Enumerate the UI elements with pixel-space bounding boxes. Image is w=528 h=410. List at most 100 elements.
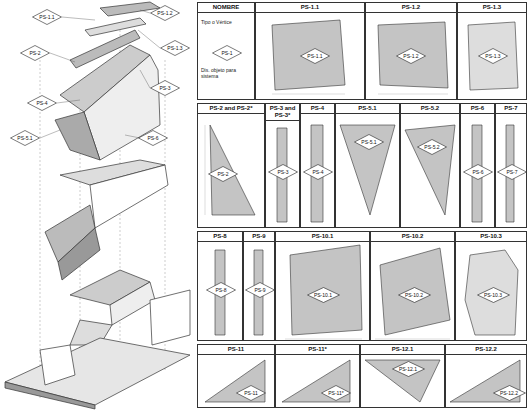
callout-diamond: PS-10.1 <box>307 287 340 303</box>
callout-diamond: PS-1.3 <box>160 40 190 56</box>
diamond-shape <box>21 46 50 61</box>
callout-diamond: PS-5.1 <box>354 134 384 150</box>
diamond-shape <box>301 49 330 64</box>
dimension-line <box>375 339 450 340</box>
callout-number: PS-10.2 <box>405 293 423 298</box>
callout-diamond: PS-1.2 <box>150 5 180 21</box>
callout-diamond: PS-3 <box>268 164 298 180</box>
sheet-header: PS-10.3 <box>456 232 526 242</box>
panel-sheet-cell: NOMBRE PS-1 <box>197 2 255 100</box>
panel-sheet-cell: PS-10.2PS-10.2 <box>370 231 455 341</box>
callout-number: PS-10.3 <box>484 293 502 298</box>
callout-diamond: PS-12.2 <box>493 385 526 401</box>
callout-number: PS-8 <box>215 288 226 293</box>
panel-shape <box>272 20 345 90</box>
panel-shape <box>205 360 265 402</box>
callout-diamond: PS-2 <box>208 166 238 182</box>
diamond-shape <box>493 386 525 401</box>
callout-number: PS-1.3 <box>485 54 500 59</box>
sheet-header: PS-1.1 <box>256 3 364 13</box>
sheet-header: PS-7 <box>496 104 526 114</box>
callout-number: PS-11 <box>244 391 258 396</box>
panel-sheet-cell: PS-7PS-7 <box>495 103 527 228</box>
callout-diamond: PS-1.1 <box>300 48 330 64</box>
callout-number: PS-3 <box>159 86 170 91</box>
leader-line <box>140 70 150 88</box>
panel-shape <box>5 382 95 409</box>
callout-number: PS-12.2 <box>500 391 518 396</box>
panel-sheet-cell: PS-1.1PS-1.1 <box>255 2 365 100</box>
panel-sheet-cell: PS-3 and PS-3*PS-3 <box>265 103 300 228</box>
diamond-shape <box>151 81 180 96</box>
diamond-shape <box>418 140 447 155</box>
dimension-line <box>378 94 448 95</box>
panel-shape <box>380 248 450 335</box>
panel-sheet-cell: PS-11PS-11 <box>197 344 275 408</box>
panel-sheet-cell: PS-1.2PS-1.2 <box>365 2 457 100</box>
panel-sheet-cell: PS-5.1PS-5.1 <box>335 103 400 228</box>
panel-shape <box>365 360 440 402</box>
callout-diamond: PS-6 <box>138 130 168 146</box>
diamond-shape <box>269 165 298 180</box>
callout-number: PS-9 <box>254 288 265 293</box>
leader-line <box>62 17 95 20</box>
diamond-shape <box>151 6 180 21</box>
callout-number: PS-5.1 <box>361 140 376 145</box>
panel-sheet-cell: PS-5.2PS-5.2 <box>400 103 460 228</box>
callout-number: PS-1.2 <box>157 11 172 16</box>
sheet-header: PS-10.1 <box>276 232 369 242</box>
callout-number: PS-2 <box>29 51 40 56</box>
diamond-shape <box>304 165 333 180</box>
guide-line <box>40 60 41 400</box>
callout-number: PS-1.1 <box>39 15 54 20</box>
sheet-header: PS-5.2 <box>401 104 459 114</box>
panel-sheet-cell: PS-11*PS-11* <box>275 344 360 408</box>
panel-sheet-cell: PS-10.1PS-10.1 <box>275 231 370 341</box>
dimension-lines <box>205 94 450 339</box>
sheet-header: NOMBRE <box>198 3 254 13</box>
diamond-shape <box>246 283 275 298</box>
panel-sheet-cell: PS-6PS-6 <box>460 103 495 228</box>
callout-diamond: PS-11* <box>321 385 351 401</box>
callout-diamond: PS-8 <box>206 282 236 298</box>
callout-number: PS-1.2 <box>403 54 418 59</box>
panel-sheet-cell: PS-10.3PS-10.3 <box>455 231 527 341</box>
leader-line <box>50 53 75 62</box>
callout-number: PS-11* <box>328 391 343 396</box>
leader-line <box>125 135 140 138</box>
note-label: Tipo o Vértice <box>201 20 251 26</box>
panel-shape <box>84 55 160 160</box>
callout-number: PS-1 <box>221 51 232 56</box>
diamond-shape <box>139 131 168 146</box>
callout-diamond: PS-10.3 <box>477 287 510 303</box>
callout-number: PS-2 <box>217 172 228 177</box>
note-label: Dis. objeto para sistema <box>201 68 251 79</box>
leader-lines <box>40 10 160 138</box>
callout-diamond: PS-1 <box>212 45 242 61</box>
panel-sheet-cell: PS-2 and PS-2*PS-2 <box>197 103 265 228</box>
diamond-shape <box>464 165 493 180</box>
panel-sheet-cell: PS-12.2PS-12.2 <box>445 344 527 408</box>
diamond-shape <box>307 288 339 303</box>
panel-shape <box>150 290 190 345</box>
callout-diamond: PS-1.3 <box>478 48 508 64</box>
sheet-header: PS-12.1 <box>361 345 444 355</box>
panel-sheet-cell: PS-9PS-9 <box>243 231 275 341</box>
callout-diamond: PS-7 <box>497 164 527 180</box>
panel-shape <box>58 228 100 280</box>
leader-line <box>138 30 160 48</box>
dimension-line <box>285 339 362 340</box>
sheet-header: PS-10.2 <box>371 232 454 242</box>
diamond-shape <box>213 46 242 61</box>
callout-diamond: PS-3 <box>150 80 180 96</box>
panel-sheet-cell: PS-4PS-4 <box>300 103 335 228</box>
leader-line <box>40 130 60 138</box>
diamond-shape <box>397 49 426 64</box>
diamond-shape <box>479 49 508 64</box>
callout-number: PS-7 <box>506 170 517 175</box>
panel-shape <box>340 125 395 215</box>
panel-shape <box>90 165 168 228</box>
panel-sheet-cell: PS-12.1PS-12.1 <box>360 344 445 408</box>
sheet-header: PS-8 <box>198 232 242 242</box>
dimension-line <box>272 94 345 95</box>
